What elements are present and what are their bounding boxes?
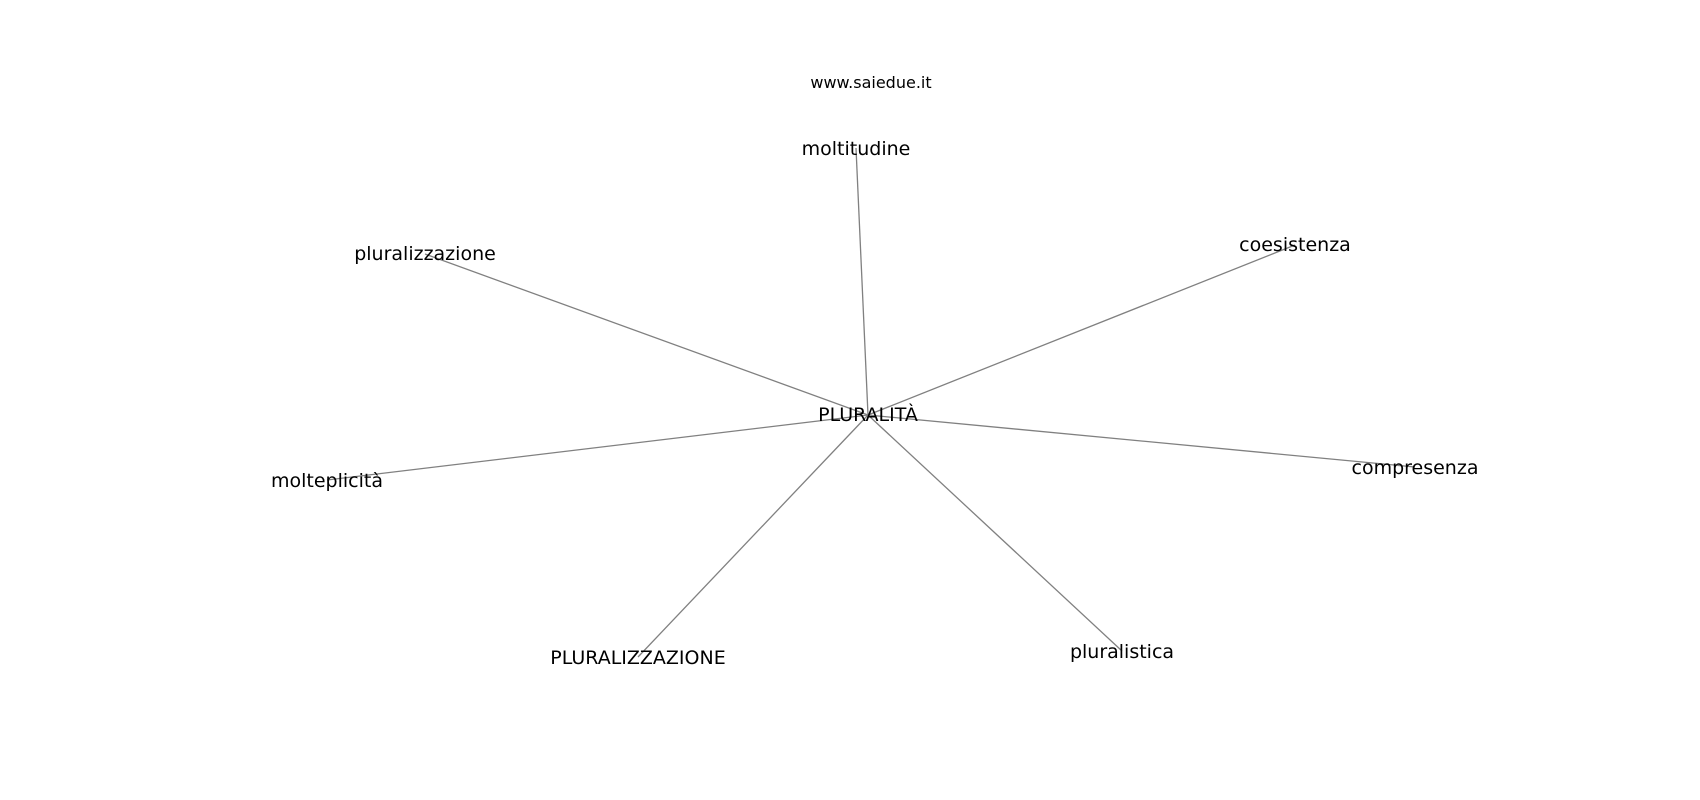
edge-compresenza — [867, 414, 1416, 468]
site-watermark: www.saiedue.it — [810, 73, 931, 92]
node-label-moltitudine: moltitudine — [802, 138, 911, 160]
edge-pluralistica — [867, 414, 1123, 652]
edge-pluralizzazione-caps — [637, 414, 869, 658]
edge-pluralizzazione — [424, 253, 869, 416]
center-node-label: PLURALITÀ — [818, 403, 918, 426]
edge-molteplicita — [326, 414, 869, 481]
node-label-pluralistica: pluralistica — [1070, 641, 1174, 663]
node-label-molteplicita: molteplicità — [271, 470, 383, 492]
edge-coesistenza — [867, 244, 1296, 416]
edges-group — [326, 147, 1416, 658]
labels-group: www.saiedue.it PLURALITÀ moltitudine coes… — [271, 73, 1478, 669]
node-label-compresenza: compresenza — [1352, 457, 1479, 479]
node-label-pluralizzazione: pluralizzazione — [354, 243, 496, 265]
node-label-pluralizzazione-caps: PLURALIZZAZIONE — [550, 647, 725, 669]
edge-moltitudine — [855, 147, 869, 416]
node-label-coesistenza: coesistenza — [1239, 234, 1351, 256]
